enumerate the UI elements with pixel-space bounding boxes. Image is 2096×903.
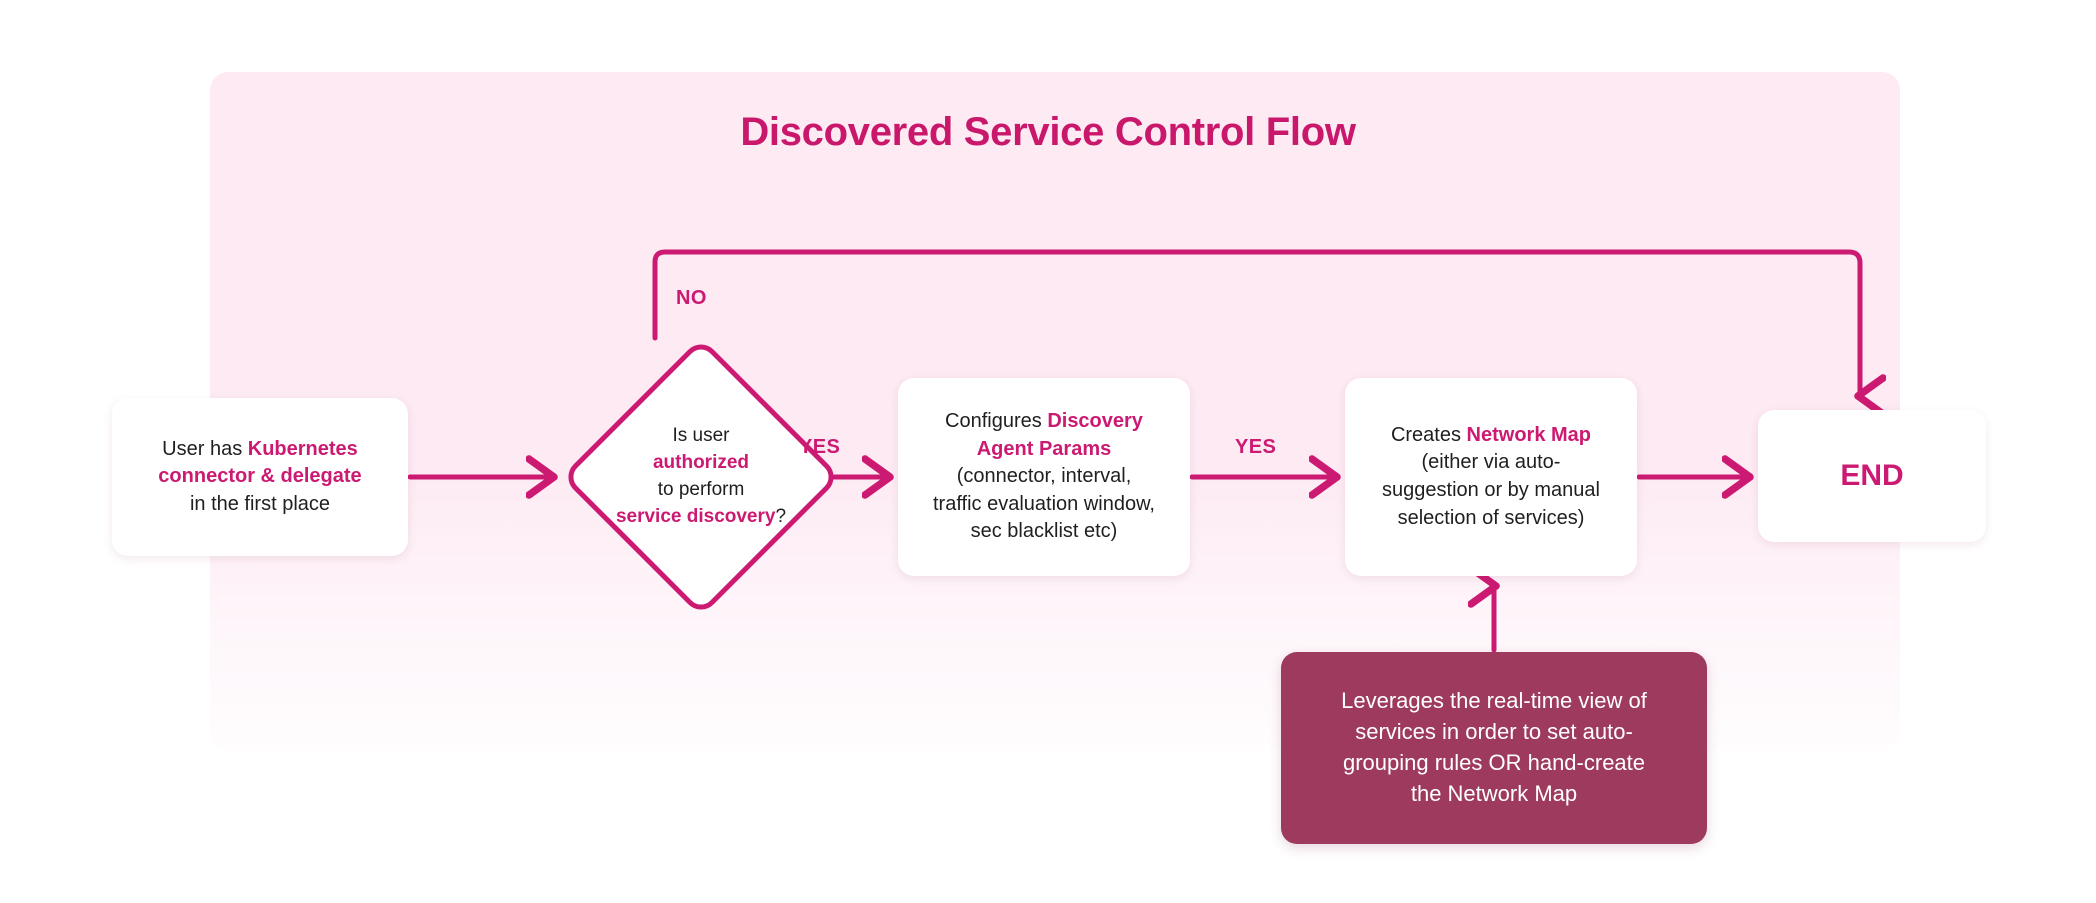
node-creates-network-map[interactable]: Creates Network Map (either via auto- su… — [1345, 378, 1637, 576]
node-decision[interactable]: Is user authorized to perform service di… — [560, 336, 842, 618]
node-start-text-2: in the first place — [189, 492, 331, 515]
edge-label-no: NO — [676, 287, 707, 309]
node-config-text-3: traffic evaluation window, — [933, 492, 1155, 515]
node-start-text-1: User has — [162, 437, 248, 460]
node-end-label: END — [1840, 459, 1904, 493]
node-netmap-text-3: suggestion or by manual — [1382, 479, 1600, 501]
edge-label-yes-2: YES — [1235, 436, 1277, 458]
node-netmap-text-4: selection of services) — [1397, 506, 1585, 529]
node-netmap-text-1: Creates — [1390, 423, 1467, 446]
node-config-text-4: sec blacklist etc) — [970, 520, 1118, 543]
node-start-highlight-2: connector & delegate — [158, 465, 362, 488]
node-decision-text-2: to perform — [657, 479, 745, 500]
node-start-highlight-1: Kubernetes — [247, 437, 358, 460]
node-config-highlight-2: Agent Params — [976, 437, 1112, 460]
node-netmap-highlight-1: Network Map — [1466, 423, 1592, 446]
node-end[interactable]: END — [1758, 410, 1986, 542]
node-note-text-2: services in order to set auto- — [1355, 719, 1633, 745]
node-note-text-1: Leverages the real-time view of — [1341, 688, 1647, 714]
page-title: Discovered Service Control Flow — [740, 110, 1356, 154]
node-config-text-2: (connector, interval, — [956, 465, 1132, 488]
edge-label-yes-1: YES — [799, 436, 841, 458]
node-note-text-3: grouping rules OR hand-create — [1342, 750, 1646, 775]
node-decision-highlight-2: service discovery — [615, 505, 776, 527]
node-config-text-1: Configures — [945, 410, 1048, 433]
node-start[interactable]: User has Kubernetes connector & delegate… — [112, 398, 408, 556]
node-decision-highlight-1: authorized — [652, 452, 750, 474]
node-configures-discovery-agent-params[interactable]: Configures Discovery Agent Params (conne… — [898, 378, 1190, 576]
note-leverages-real-time-view[interactable]: Leverages the real-time view of services… — [1281, 652, 1707, 844]
node-decision-text-1: Is user — [672, 425, 730, 447]
node-decision-text-3: ? — [775, 505, 787, 527]
node-note-text-4: the Network Map — [1410, 780, 1578, 806]
node-config-highlight-1: Discovery — [1047, 410, 1143, 433]
node-netmap-text-2: (either via auto- — [1421, 451, 1561, 474]
node-decision-label: Is user authorized to perform service di… — [562, 338, 840, 616]
